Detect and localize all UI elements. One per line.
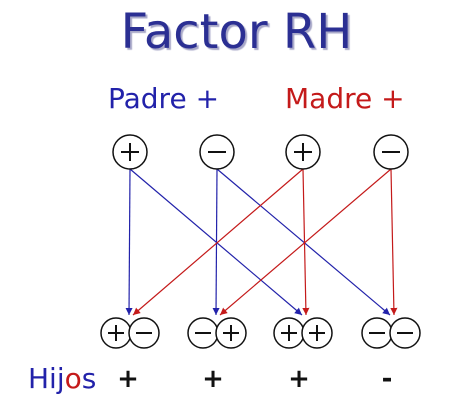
- children-label: Hijos: [28, 362, 96, 395]
- children-label-part3: s: [81, 362, 97, 395]
- parent-allele-2: [199, 134, 235, 170]
- child-genotype-2: [187, 317, 247, 349]
- inheritance-arrow-1: [125, 168, 133, 316]
- inheritance-arrow-3: [212, 168, 220, 316]
- inheritance-arrow-4: [216, 168, 391, 316]
- inheritance-arrow-7: [219, 168, 392, 316]
- parent-allele-3: [285, 134, 321, 170]
- children-label-part1: Hij: [28, 362, 65, 395]
- inheritance-arrow-8: [390, 168, 398, 316]
- child-genotype-1: [100, 317, 160, 349]
- inheritance-arrow-5: [132, 168, 304, 316]
- child-result-1: +: [117, 364, 139, 394]
- parent-allele-1: [112, 134, 148, 170]
- parent-allele-4: [373, 134, 409, 170]
- father-label: Padre +: [108, 82, 220, 115]
- diagram-title: Factor RH: [120, 4, 353, 60]
- child-genotype-3: [273, 317, 333, 349]
- child-result-2: +: [202, 364, 224, 394]
- children-label-part2: o: [64, 362, 82, 395]
- mother-label: Madre +: [285, 82, 405, 115]
- child-result-3: +: [288, 364, 310, 394]
- child-genotype-4: [361, 317, 421, 349]
- child-result-4: -: [381, 364, 393, 394]
- inheritance-arrow-6: [302, 168, 310, 316]
